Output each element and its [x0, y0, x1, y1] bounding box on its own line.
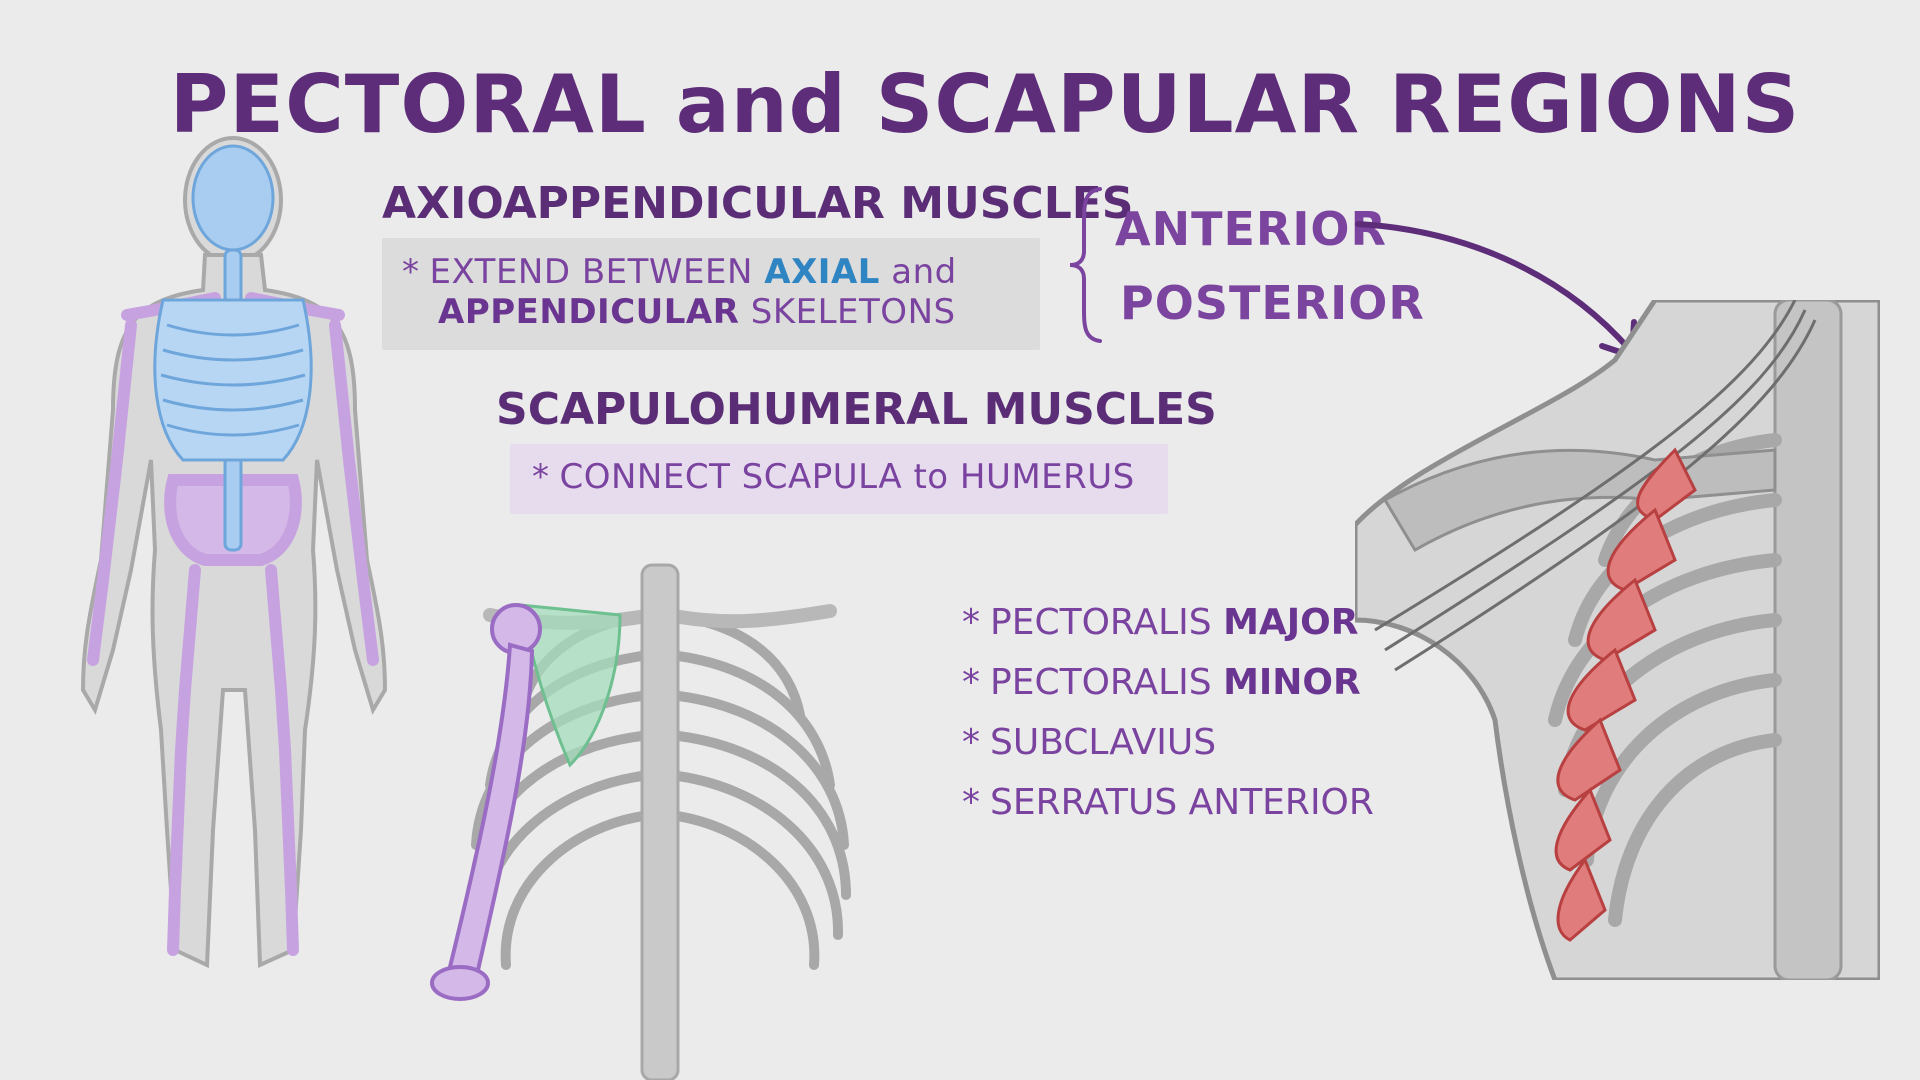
- scapulo-line: *CONNECT SCAPULA to HUMERUS: [532, 457, 1135, 497]
- axioappendicular-heading: AXIOAPPENDICULAR MUSCLES: [382, 178, 1134, 229]
- axio-line-2: APPENDICULAR SKELETONS: [438, 292, 956, 332]
- appendicular-term: APPENDICULAR: [438, 292, 740, 332]
- muscle-list-item: *SUBCLAVIUS: [962, 722, 1217, 763]
- posterior-label: POSTERIOR: [1120, 276, 1425, 330]
- scapulohumeral-heading: SCAPULOHUMERAL MUSCLES: [496, 384, 1217, 435]
- curly-brace: [1069, 187, 1102, 343]
- spine-sternum: [640, 563, 680, 1080]
- muscle-list-item: *SERRATUS ANTERIOR: [962, 782, 1374, 823]
- appendicular-skeleton: [87, 292, 379, 956]
- bullet-star-icon: *: [962, 722, 980, 763]
- spine: [1773, 300, 1843, 980]
- muscle-list-item: *PECTORALIS MAJOR: [962, 602, 1359, 643]
- bullet-star-icon: *: [532, 457, 550, 497]
- rib-lines: [160, 323, 306, 437]
- full-body-skeleton-illustration: [80, 136, 388, 969]
- muscle-list-item: *PECTORALIS MINOR: [962, 662, 1361, 703]
- bullet-star-icon: *: [402, 252, 420, 292]
- bullet-star-icon: *: [962, 782, 980, 823]
- and-word: and: [891, 252, 957, 292]
- scapulo-description-box: [510, 444, 1168, 514]
- anterior-label: ANTERIOR: [1115, 202, 1387, 256]
- axio-description-box: [382, 238, 1040, 350]
- ribcage-arm-illustration: [430, 563, 851, 1080]
- bullet-star-icon: *: [962, 602, 980, 643]
- bullet-star-icon: *: [962, 662, 980, 703]
- page-title: PECTORAL and SCAPULAR REGIONS: [169, 58, 1801, 151]
- humerus: [430, 603, 542, 1001]
- thorax-muscle-illustration: [1355, 300, 1880, 980]
- serratus-anterior: [1554, 447, 1697, 942]
- nerves: [1374, 300, 1817, 672]
- axial-term: AXIAL: [764, 252, 880, 292]
- axial-skeleton: [153, 144, 313, 552]
- axio-line-1: *EXTEND BETWEEN AXIAL and: [402, 252, 957, 292]
